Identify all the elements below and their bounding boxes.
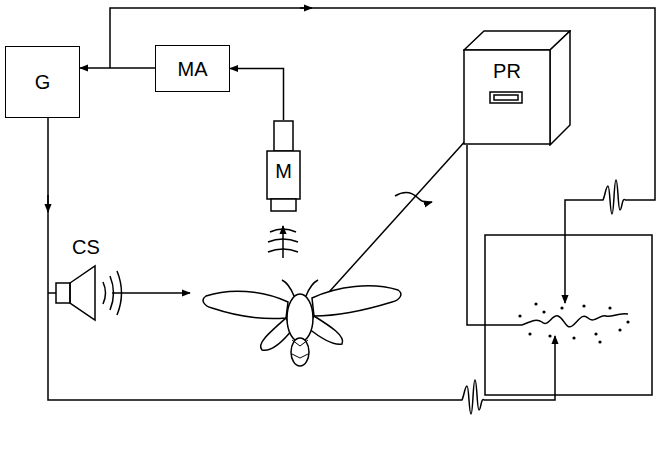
- sound-arrow: [282, 226, 284, 258]
- signal-trace: [522, 314, 628, 327]
- generator-box: G: [5, 46, 80, 118]
- scope-dot: [542, 310, 545, 313]
- scope-dot: [598, 340, 601, 343]
- node-label: M: [266, 160, 301, 182]
- speaker-symbol: [56, 283, 70, 303]
- node-label: MA: [156, 58, 229, 80]
- speaker-symbol: [70, 266, 95, 320]
- amplifier-box: MA: [155, 45, 230, 92]
- sound-arrow: [112, 292, 190, 294]
- scope-dot: [534, 302, 537, 305]
- node-label: G: [6, 71, 79, 93]
- pulse-burst: [458, 336, 555, 414]
- speaker-wire: [48, 292, 56, 294]
- wire-arrow: [47, 195, 49, 212]
- wire-arrow: [300, 7, 312, 9]
- oscilloscope-screen: [485, 235, 652, 395]
- node-label: PR: [463, 60, 571, 82]
- motion-arrow: [395, 192, 432, 202]
- speaker-label: CS: [72, 236, 100, 258]
- scope-dot: [560, 306, 563, 309]
- pulse-burst: [599, 180, 625, 214]
- scope-dot: [518, 314, 521, 317]
- scope-dots: [518, 302, 629, 343]
- scope-dot: [548, 334, 551, 337]
- signal-wire: [110, 8, 655, 200]
- scope-dot: [626, 320, 629, 323]
- scope-dot: [572, 336, 575, 339]
- scope-dot: [582, 304, 585, 307]
- moth: [203, 280, 401, 366]
- signal-wire: [565, 200, 599, 303]
- signal-wire: [48, 118, 458, 400]
- photoreceiver-box: PR: [463, 30, 571, 146]
- scope-dot: [594, 332, 597, 335]
- signal-connector: [80, 67, 155, 69]
- microphone: M: [266, 120, 301, 212]
- scope-dot: [618, 328, 621, 331]
- scope-dot: [528, 332, 531, 335]
- signal-connector: [230, 69, 284, 121]
- scope-dot: [608, 306, 611, 309]
- photoreceiver-box-outline: [463, 30, 571, 146]
